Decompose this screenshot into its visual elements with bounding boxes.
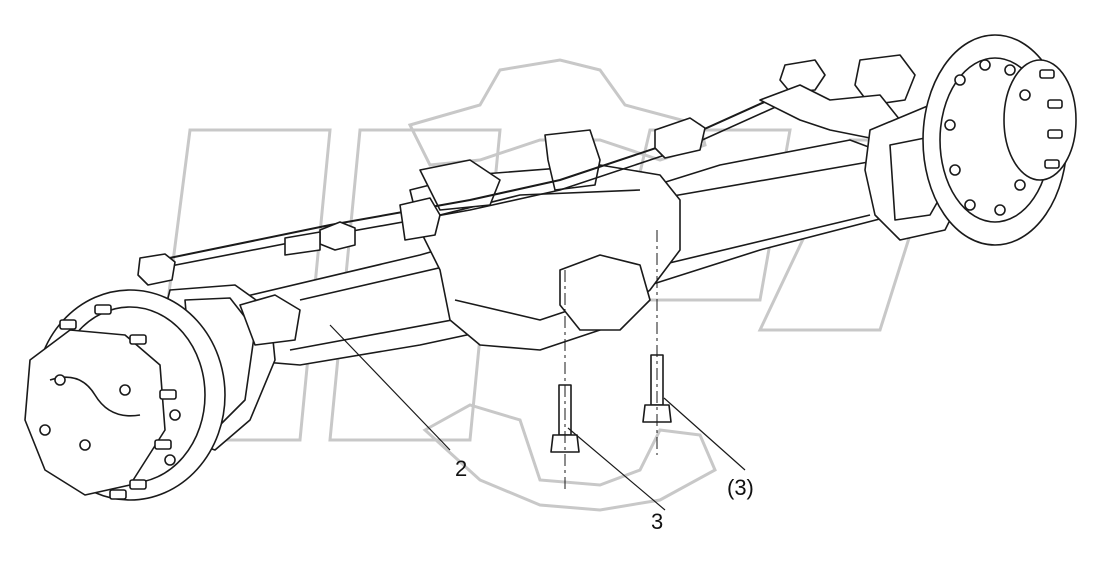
callout-bolt: 3	[651, 509, 663, 534]
bolt-3-ref	[642, 354, 672, 423]
callout-bolt-ref: (3)	[727, 475, 754, 500]
axle-line-art	[24, 34, 1077, 501]
callout-axle-housing: 2	[455, 456, 467, 481]
left-hub-cap	[24, 329, 166, 496]
leader-lines	[329, 324, 746, 511]
